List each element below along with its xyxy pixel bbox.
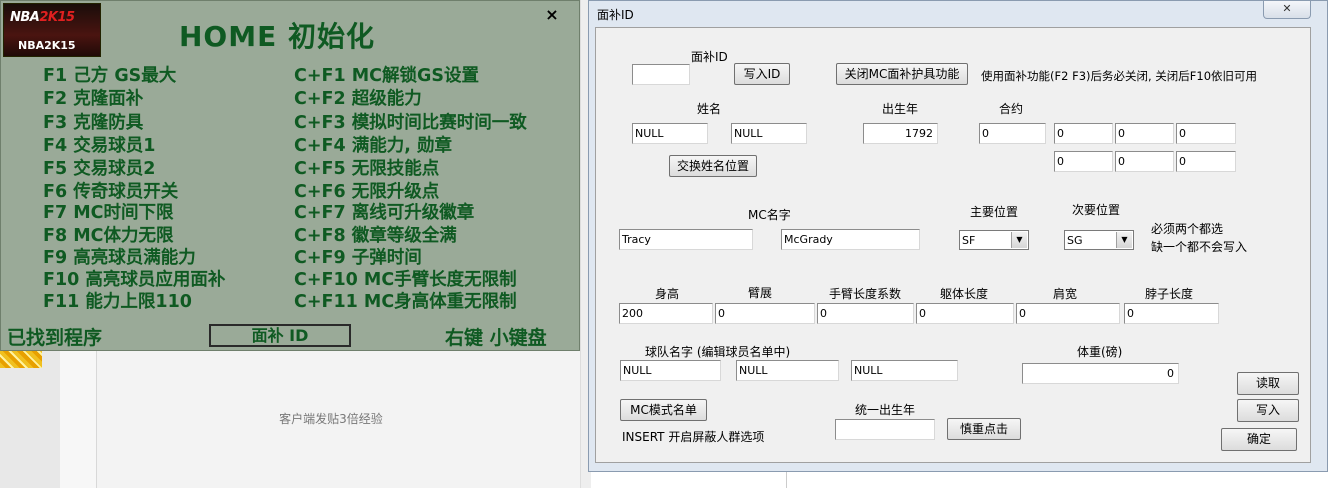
hotkey-cf4: C+F4 满能力, 勋章 xyxy=(294,136,452,156)
primary-position-label: 主要位置 xyxy=(970,205,1019,219)
write-button[interactable]: 写入 xyxy=(1237,399,1299,422)
hotkey-cf5: C+F5 无限技能点 xyxy=(294,159,440,179)
team-name-field[interactable]: NULL xyxy=(736,360,839,381)
forum-text: 客户端发贴3倍经验 xyxy=(279,412,383,426)
mc-name-label: MC名字 xyxy=(748,208,791,222)
disable-mc-face-button[interactable]: 关闭MC面补护具功能 xyxy=(836,63,968,85)
careful-click-button[interactable]: 慎重点击 xyxy=(947,418,1021,440)
face-id-field[interactable] xyxy=(632,64,690,85)
contract-field[interactable]: 0 xyxy=(1054,123,1113,144)
position-note: 必须两个都选 xyxy=(1151,222,1224,236)
neck-length-label: 脖子长度 xyxy=(1145,287,1194,301)
face-id-button[interactable]: 面补 ID xyxy=(209,324,351,347)
primary-position-select[interactable]: SF ▼ xyxy=(959,230,1029,250)
unify-birth-year-label: 统一出生年 xyxy=(855,403,916,417)
hotkey-f10: F10 高亮球员应用面补 xyxy=(43,270,226,290)
team-name-field[interactable]: NULL xyxy=(851,360,958,381)
mc-last-name-field[interactable]: McGrady xyxy=(781,229,920,250)
hotkey-cf10: C+F10 MC手臂长度无限制 xyxy=(294,270,517,290)
nba2k15-logo: NBA2K15 NBA2K15 xyxy=(3,3,101,57)
logo-text: NBA2K15 xyxy=(18,39,76,52)
chevron-down-icon[interactable]: ▼ xyxy=(1116,232,1132,248)
hotkey-cf11: C+F11 MC身高体重无限制 xyxy=(294,292,517,312)
wingspan-label: 臂展 xyxy=(748,286,773,300)
unify-birth-year-field[interactable] xyxy=(835,419,935,440)
logo-text: NBA xyxy=(10,10,40,25)
face-id-label: 面补ID xyxy=(691,50,728,64)
arm-length-field[interactable]: 0 xyxy=(817,303,914,324)
confirm-button[interactable]: 确定 xyxy=(1221,428,1297,451)
hotkey-f3: F3 克隆防具 xyxy=(43,113,144,133)
disable-mc-note: 使用面补功能(F2 F3)后务必关闭, 关闭后F10依旧可用 xyxy=(981,69,1258,83)
hotkey-f9: F9 高亮球员满能力 xyxy=(43,248,196,268)
chevron-down-icon[interactable]: ▼ xyxy=(1011,232,1027,248)
write-id-button[interactable]: 写入ID xyxy=(734,63,790,85)
contract-field[interactable]: 0 xyxy=(1176,151,1236,172)
background-column xyxy=(60,350,97,488)
hotkey-f1: F1 己方 GS最大 xyxy=(43,66,177,86)
last-name-field[interactable]: NULL xyxy=(731,123,807,144)
shoulder-width-field[interactable]: 0 xyxy=(1016,303,1120,324)
weight-field[interactable]: 0 xyxy=(1022,363,1179,384)
close-icon[interactable]: × xyxy=(545,5,559,24)
background-divider xyxy=(786,464,787,488)
name-label: 姓名 xyxy=(697,102,722,116)
hotkey-cf2: C+F2 超级能力 xyxy=(294,89,422,109)
trainer-title: HOME 初始化 xyxy=(179,20,375,53)
shoulder-width-label: 肩宽 xyxy=(1053,287,1078,301)
arm-length-label: 手臂长度系数 xyxy=(829,287,902,301)
contract-field[interactable]: 0 xyxy=(1054,151,1113,172)
team-name-label: 球队名字 (编辑球员名单中) xyxy=(645,345,791,359)
read-button[interactable]: 读取 xyxy=(1237,372,1299,395)
contract-field[interactable]: 0 xyxy=(1115,123,1174,144)
mc-roster-button[interactable]: MC模式名单 xyxy=(620,399,707,421)
hotkey-f7: F7 MC时间下限 xyxy=(43,203,174,223)
position-note: 缺一个都不会写入 xyxy=(1151,240,1248,254)
team-name-field[interactable]: NULL xyxy=(620,360,721,381)
secondary-position-select[interactable]: SG ▼ xyxy=(1064,230,1134,250)
hotkey-cf1: C+F1 MC解锁GS设置 xyxy=(294,66,479,86)
torso-length-label: 躯体长度 xyxy=(940,287,989,301)
hotkey-f5: F5 交易球员2 xyxy=(43,159,156,179)
contract-field[interactable]: 0 xyxy=(1176,123,1236,144)
hotkey-cf9: C+F9 子弹时间 xyxy=(294,248,422,268)
secondary-position-value: SG xyxy=(1067,234,1083,247)
contract-field[interactable]: 0 xyxy=(1115,151,1174,172)
dialog-title: 面补ID xyxy=(597,8,634,22)
process-status: 已找到程序 xyxy=(7,327,103,349)
logo-text: 2K15 xyxy=(39,10,75,25)
contract-label: 合约 xyxy=(999,102,1024,116)
mc-first-name-field[interactable]: Tracy xyxy=(619,229,753,250)
secondary-position-label: 次要位置 xyxy=(1072,203,1121,217)
birth-year-field[interactable]: 1792 xyxy=(863,123,938,144)
hotkey-f4: F4 交易球员1 xyxy=(43,136,156,156)
insert-note: INSERT 开启屏蔽人群选项 xyxy=(622,430,765,444)
contract-field[interactable]: 0 xyxy=(979,123,1046,144)
primary-position-value: SF xyxy=(962,234,976,247)
hotkey-cf6: C+F6 无限升级点 xyxy=(294,182,440,202)
background-column xyxy=(0,350,60,488)
first-name-field[interactable]: NULL xyxy=(632,123,708,144)
birth-year-label: 出生年 xyxy=(882,102,919,116)
trainer-window: NBA2K15 NBA2K15 HOME 初始化 × F1 己方 GS最大 F2… xyxy=(0,0,580,351)
wingspan-field[interactable]: 0 xyxy=(715,303,815,324)
background-page xyxy=(0,350,590,488)
background-divider xyxy=(580,0,591,488)
height-label: 身高 xyxy=(655,287,680,301)
close-icon[interactable]: ✕ xyxy=(1263,1,1311,19)
hotkey-f6: F6 传奇球员开关 xyxy=(43,182,179,202)
hotkey-f2: F2 克隆面补 xyxy=(43,89,144,109)
neck-length-field[interactable]: 0 xyxy=(1124,303,1219,324)
height-field[interactable]: 200 xyxy=(619,303,713,324)
hotkey-cf8: C+F8 徽章等级全满 xyxy=(294,226,457,246)
weight-label: 体重(磅) xyxy=(1077,345,1123,359)
swap-name-button[interactable]: 交换姓名位置 xyxy=(669,155,757,177)
hint-text: 右键 小键盘 xyxy=(445,327,547,349)
torso-length-field[interactable]: 0 xyxy=(916,303,1014,324)
hotkey-f8: F8 MC体力无限 xyxy=(43,226,174,246)
hotkey-cf7: C+F7 离线可升级徽章 xyxy=(294,203,475,223)
hotkey-f11: F11 能力上限110 xyxy=(43,292,192,312)
hotkey-cf3: C+F3 模拟时间比赛时间一致 xyxy=(294,113,527,133)
